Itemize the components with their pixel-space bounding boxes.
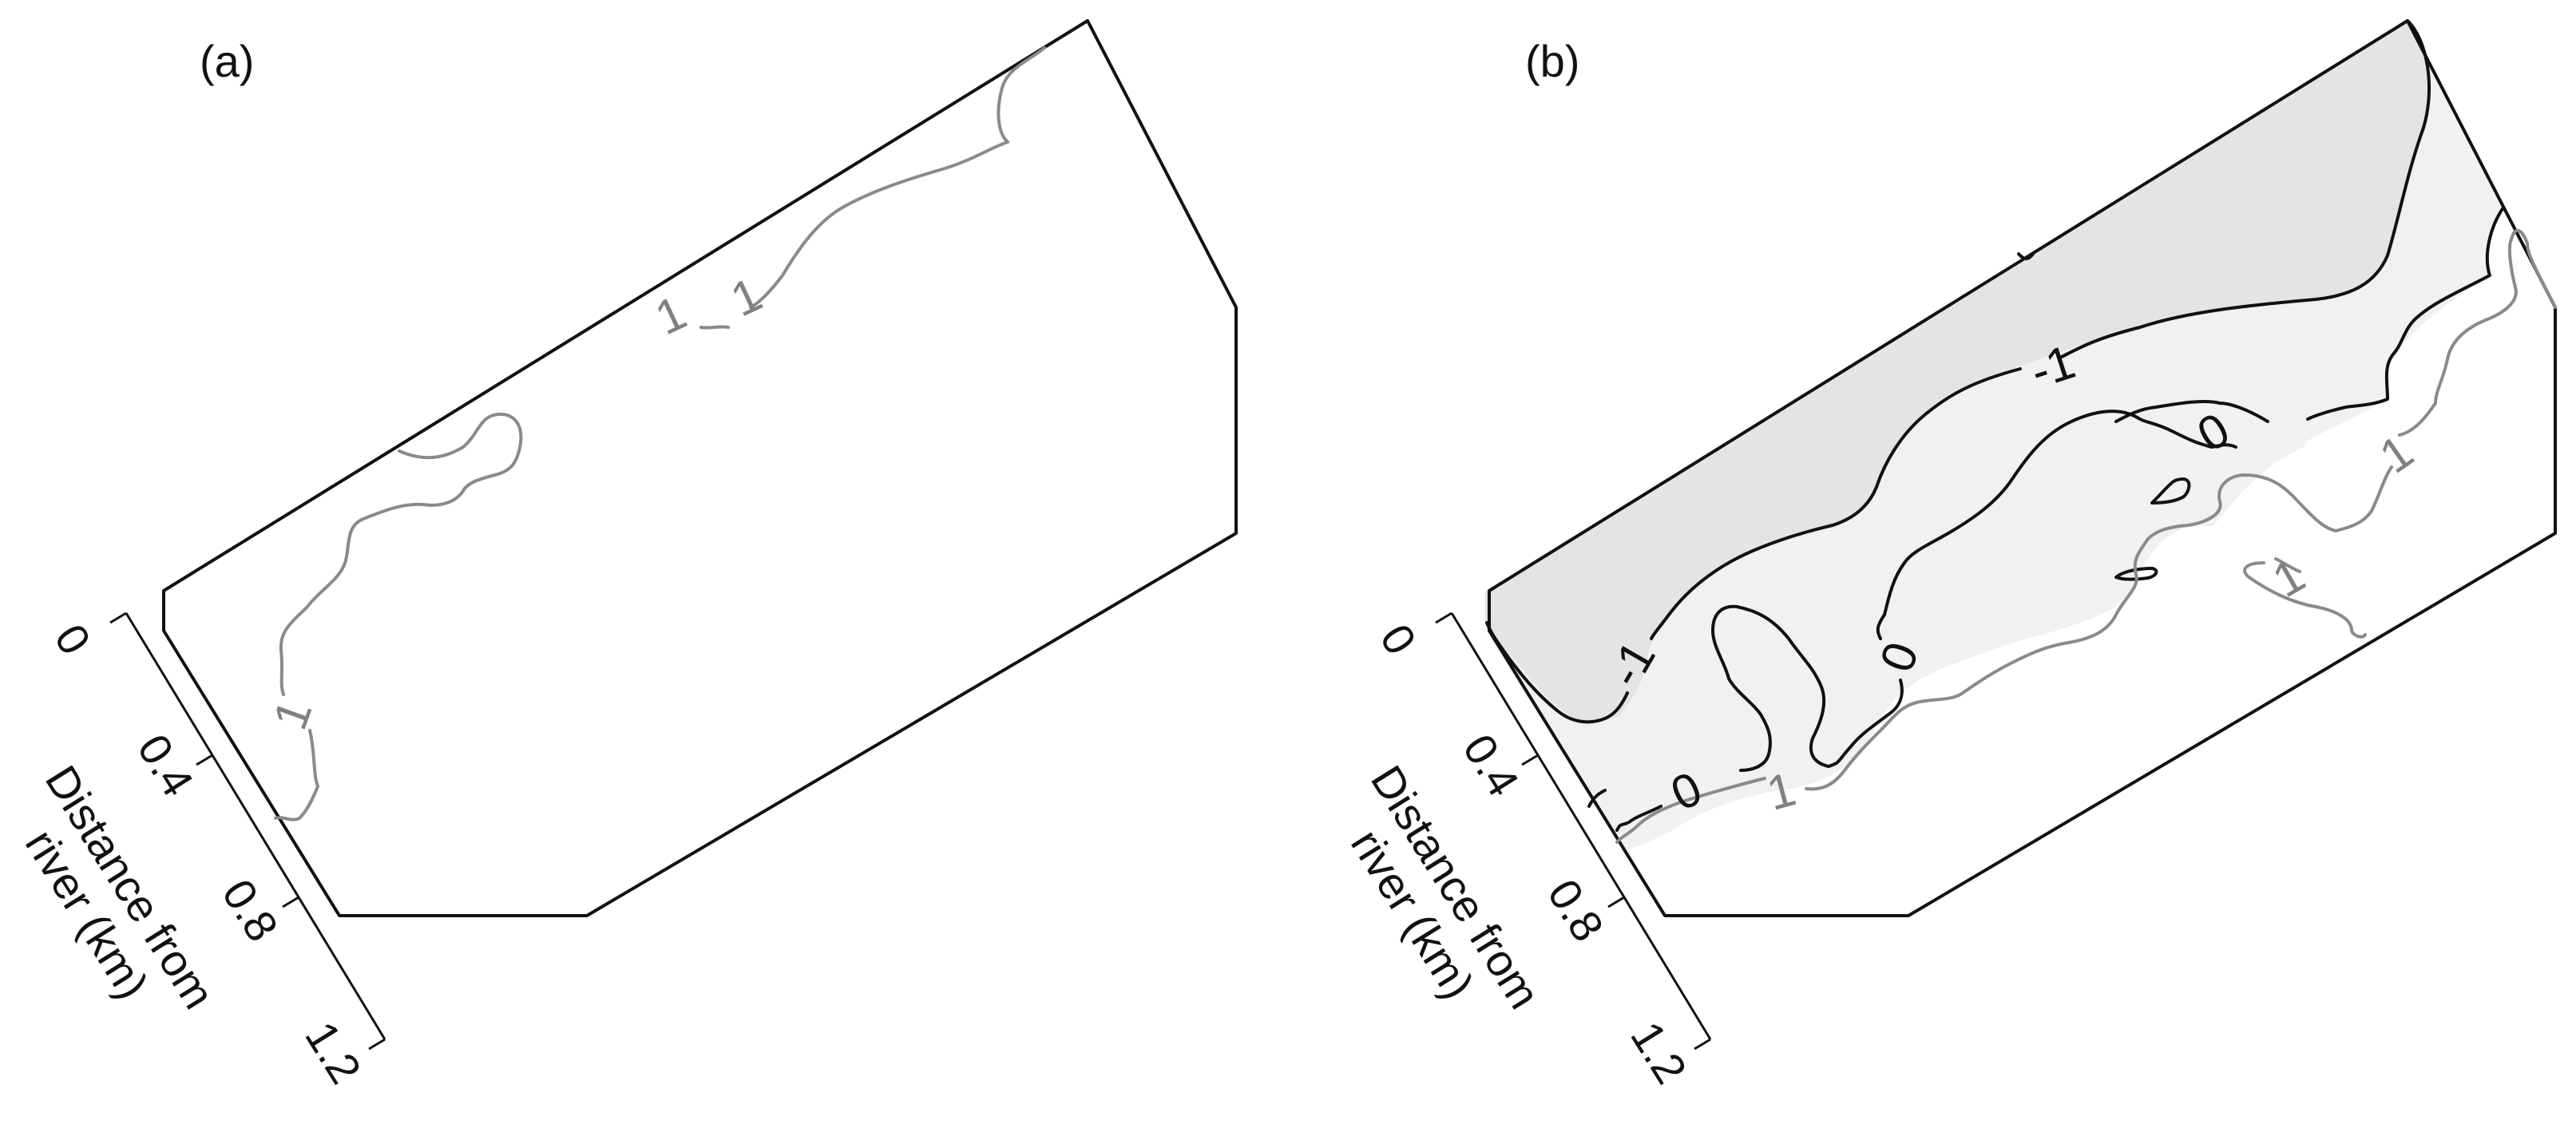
panel-b-contour-0-g — [1587, 789, 1607, 808]
panel-b: (b) -1 -1 0 0 0 — [1342, 19, 2557, 1092]
panel-b-contour-1-f — [2243, 561, 2367, 639]
panel-b-contour-0-b — [2114, 399, 2269, 423]
panel-a-tick-2 — [282, 896, 299, 908]
panel-a-tick-0 — [109, 611, 127, 624]
panel-b-contour-0-c — [2210, 443, 2237, 449]
panel-a-tick-label-2: 0.8 — [212, 870, 288, 949]
panel-a-label: (a) — [200, 36, 254, 86]
panel-a-distance-axis: 0 0.4 0.8 1.2 Distance from river (km) — [16, 611, 386, 1092]
panel-b-tick-2 — [1607, 896, 1625, 908]
panel-b-tick-label-0: 0 — [1370, 615, 1426, 663]
panel-a: (a) 1 1 1 0 0.4 0.8 1.2 Distance from ri… — [16, 19, 1238, 1092]
panel-b-contour-1-d — [1615, 777, 1766, 844]
panel-b-contour-1-b — [2334, 465, 2393, 532]
panel-b-domain-outline — [1488, 19, 2557, 917]
panel-b-contour-1-c — [1805, 473, 2337, 791]
panel-a-axis-line — [125, 612, 386, 1040]
panel-a-contour-1-upper — [749, 46, 1046, 309]
panel-b-contour-0-main — [1876, 410, 2213, 640]
panel-a-tick-1 — [196, 754, 213, 766]
panel-b-contour-1-e — [2274, 557, 2301, 573]
panel-a-contour-1-left — [279, 412, 523, 696]
panel-b-contour-minus1-b — [1650, 367, 2022, 640]
panel-b-zone-dark — [1485, 21, 2430, 722]
panel-b-contour-1 — [2398, 228, 2557, 437]
panel-b-contour-0-d — [1827, 679, 1904, 768]
panel-b-tick-0 — [1435, 611, 1452, 624]
panel-b-axis-line — [1450, 612, 1712, 1040]
panel-b-contour-label-1-a: 1 — [2370, 425, 2423, 484]
panel-b-contour-0 — [2306, 206, 2505, 421]
panel-a-contour-label-1: 1 — [648, 285, 695, 345]
panel-a-contour-1-left-lower — [274, 729, 319, 821]
panel-b-contour-closed-2 — [2114, 567, 2158, 581]
panel-a-domain-outline — [162, 19, 1238, 917]
panel-b-contour-minus1 — [2059, 19, 2431, 359]
panel-b-contour-0-f — [1615, 805, 1663, 832]
panel-a-tick-label-3: 1.2 — [295, 1013, 371, 1092]
panel-a-tick-3 — [368, 1038, 386, 1051]
panel-b-tick-label-2: 0.8 — [1538, 870, 1614, 949]
panel-b-tick-3 — [1694, 1038, 1711, 1051]
panel-b-label: (b) — [1525, 36, 1579, 86]
panel-b-contour-label-1-b: 1 — [2264, 548, 2313, 608]
panel-b-contour-minus1-c — [1485, 621, 1629, 724]
panel-b-tick-label-3: 1.2 — [1621, 1013, 1697, 1092]
panel-a-contour-label-3: 1 — [263, 693, 322, 736]
panel-a-tick-label-1: 0.4 — [128, 726, 204, 805]
panel-b-contour-0-e — [1711, 604, 1830, 772]
panel-b-contour-closed-1 — [2150, 477, 2191, 505]
panel-b-contour-minus1-d — [2017, 252, 2035, 260]
panel-b-tick-1 — [1521, 754, 1539, 766]
panel-b-tick-label-1: 0.4 — [1453, 726, 1529, 805]
panel-a-tick-label-0: 0 — [45, 615, 101, 663]
